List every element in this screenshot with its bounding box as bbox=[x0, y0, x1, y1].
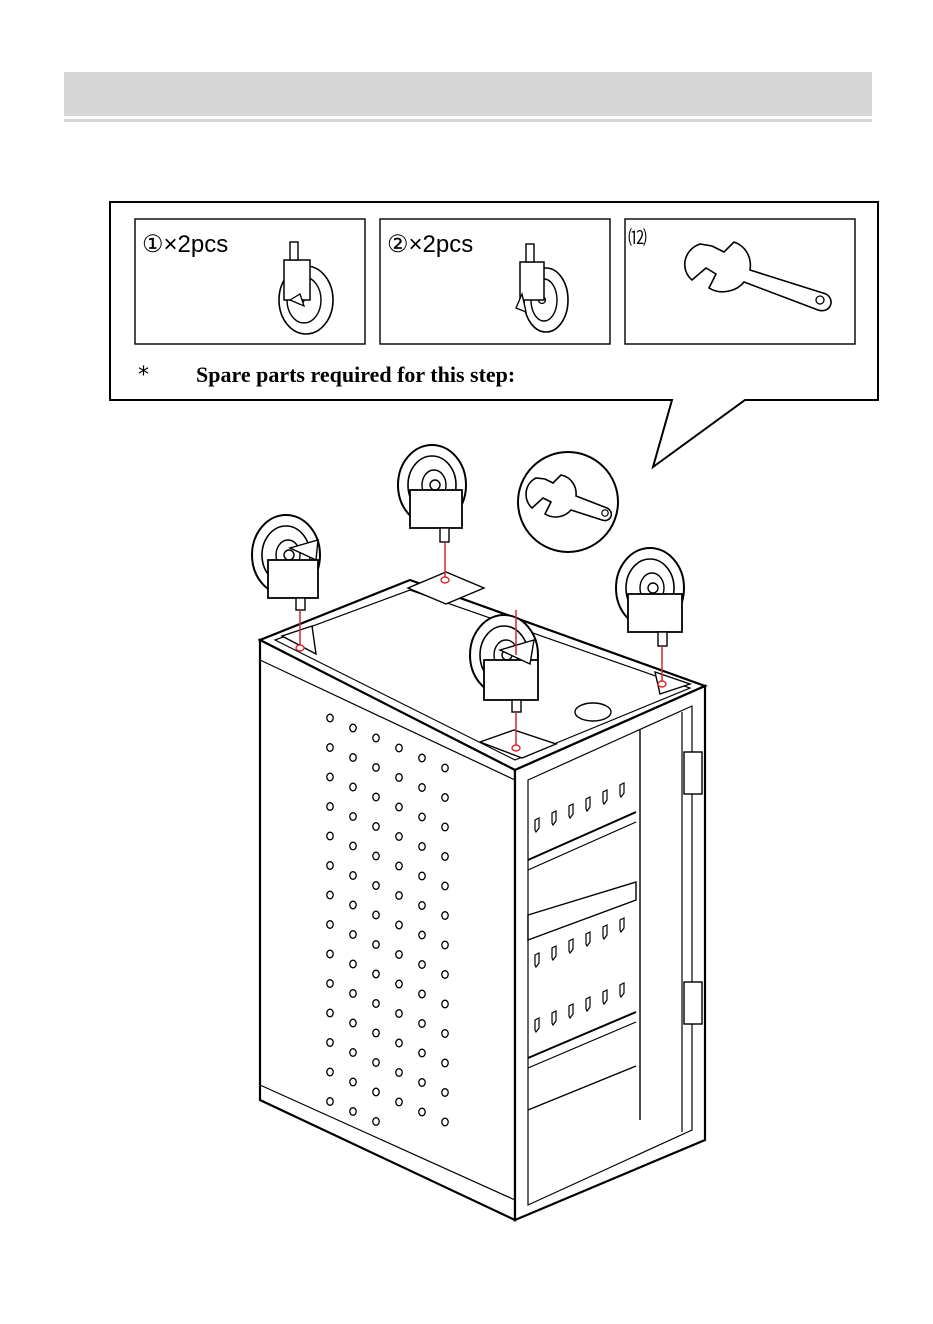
pegboard-hole bbox=[327, 862, 333, 870]
pegboard-hole bbox=[350, 1019, 356, 1027]
pegboard-hole bbox=[419, 813, 425, 821]
pegboard-hole bbox=[442, 912, 448, 920]
pegboard-hole bbox=[373, 793, 379, 801]
pegboard-hole bbox=[373, 1088, 379, 1096]
pegboard-hole bbox=[442, 1059, 448, 1067]
part-12-label: ⑿ bbox=[628, 227, 647, 249]
pegboard-hole bbox=[327, 950, 333, 958]
pegboard-hole bbox=[396, 803, 402, 811]
pegboard-hole bbox=[350, 872, 356, 880]
pegboard-hole bbox=[327, 891, 333, 899]
part-2-label: ②×2pcs bbox=[387, 231, 473, 258]
caster-back bbox=[398, 445, 466, 542]
pegboard-hole bbox=[350, 931, 356, 939]
pegboard-hole bbox=[396, 1098, 402, 1106]
pegboard-hole bbox=[327, 980, 333, 988]
pegboard-hole bbox=[419, 872, 425, 880]
pegboard-hole bbox=[373, 764, 379, 772]
part-box-12: ⑿ bbox=[625, 219, 855, 344]
pegboard-hole bbox=[373, 941, 379, 949]
part-1-label: ①×2pcs bbox=[142, 231, 228, 258]
pegboard-hole bbox=[442, 823, 448, 831]
pegboard-hole bbox=[350, 1049, 356, 1057]
pegboard-hole bbox=[442, 882, 448, 890]
pegboard-hole bbox=[419, 990, 425, 998]
pegboard-hole bbox=[442, 1030, 448, 1038]
pegboard-hole bbox=[373, 1118, 379, 1126]
pegboard-hole bbox=[442, 764, 448, 772]
pegboard-hole bbox=[419, 784, 425, 792]
wrench-tool-circle-icon bbox=[518, 452, 618, 552]
pegboard-hole bbox=[442, 941, 448, 949]
note-marker: * bbox=[138, 363, 149, 388]
pegboard-hole bbox=[442, 1000, 448, 1008]
pegboard-hole bbox=[373, 970, 379, 978]
pegboard-hole bbox=[442, 853, 448, 861]
pegboard-hole bbox=[419, 931, 425, 939]
pegboard-hole bbox=[442, 1089, 448, 1097]
pegboard-hole bbox=[396, 1010, 402, 1018]
pegboard-hole bbox=[396, 1069, 402, 1077]
pegboard-hole bbox=[327, 744, 333, 752]
pegboard-hole bbox=[327, 803, 333, 811]
part-box-1: ①×2pcs bbox=[135, 219, 365, 344]
pegboard-hole bbox=[396, 862, 402, 870]
part-box-2: ②×2pcs bbox=[380, 219, 610, 344]
pegboard-hole bbox=[442, 971, 448, 979]
pegboard-hole bbox=[373, 823, 379, 831]
pegboard-hole bbox=[373, 734, 379, 742]
pegboard-hole bbox=[419, 902, 425, 910]
pegboard-hole bbox=[419, 961, 425, 969]
caster-front-left bbox=[252, 515, 320, 610]
pegboard-hole bbox=[419, 1020, 425, 1028]
pegboard-hole bbox=[419, 843, 425, 851]
pegboard-hole bbox=[373, 1029, 379, 1037]
pegboard-hole bbox=[350, 813, 356, 821]
pegboard-hole bbox=[396, 951, 402, 959]
pegboard-hole bbox=[350, 1108, 356, 1116]
pegboard-hole bbox=[442, 1118, 448, 1126]
pegboard-hole bbox=[419, 1108, 425, 1116]
pegboard-hole bbox=[350, 724, 356, 732]
pegboard-hole bbox=[327, 773, 333, 781]
pegboard-hole bbox=[350, 842, 356, 850]
pegboard-hole bbox=[327, 1039, 333, 1047]
pegboard-hole bbox=[396, 892, 402, 900]
pegboard-hole bbox=[419, 1079, 425, 1087]
pegboard-hole bbox=[350, 901, 356, 909]
pegboard-hole bbox=[327, 1068, 333, 1076]
pegboard-hole bbox=[373, 1059, 379, 1067]
pegboard-hole bbox=[373, 852, 379, 860]
pegboard-hole bbox=[396, 1039, 402, 1047]
pegboard-hole bbox=[350, 754, 356, 762]
pegboard-hole bbox=[327, 1098, 333, 1106]
pegboard-hole bbox=[350, 960, 356, 968]
pegboard-hole bbox=[396, 833, 402, 841]
caster-right bbox=[616, 548, 684, 646]
pegboard-hole bbox=[327, 1009, 333, 1017]
pegboard-hole bbox=[396, 921, 402, 929]
pegboard-hole bbox=[442, 794, 448, 802]
note-text: Spare parts required for this step: bbox=[196, 362, 515, 387]
pegboard-hole bbox=[350, 990, 356, 998]
pegboard-hole bbox=[373, 882, 379, 890]
pegboard-hole bbox=[327, 714, 333, 722]
pegboard-hole bbox=[396, 980, 402, 988]
pegboard-hole bbox=[396, 744, 402, 752]
pegboard-hole bbox=[327, 921, 333, 929]
pegboard-hole bbox=[419, 754, 425, 762]
pegboard-hole bbox=[373, 1000, 379, 1008]
pegboard-hole bbox=[350, 783, 356, 791]
pegboard-hole bbox=[327, 832, 333, 840]
pegboard-hole bbox=[396, 774, 402, 782]
pegboard-hole bbox=[350, 1078, 356, 1086]
pegboard-hole bbox=[373, 911, 379, 919]
pegboard-hole bbox=[419, 1049, 425, 1057]
